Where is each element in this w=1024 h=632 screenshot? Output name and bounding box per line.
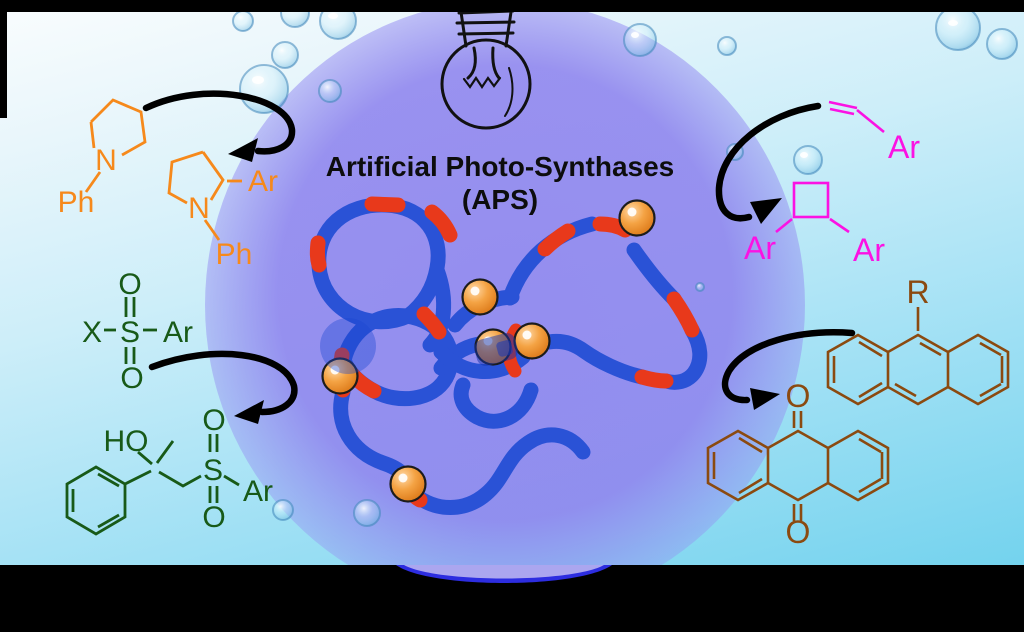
bubble [986,28,1018,60]
label-ph: Ph [216,238,253,271]
bubble [318,79,342,103]
title-line1: Artificial Photo-Synthases [325,151,675,182]
bubble [271,41,299,69]
label-s: S [120,316,140,349]
catalyst-bead [389,465,427,503]
styrene-reactant: Ar [828,100,920,165]
label-ar-left: Ar [744,230,776,266]
cycloaddition-reaction-arrow [715,102,822,222]
pyrrolidine-product: N Ar Ph [167,150,278,271]
anthracene-reactant: R [826,274,1010,406]
label-o-bottom: O [120,362,143,395]
label-ar-right: Ar [853,232,885,268]
label-ar: Ar [243,475,273,508]
label-r: R [906,274,929,310]
label-ar: Ar [248,165,278,198]
label-o-top: O [118,268,141,301]
anthraquinone-product: O O [706,378,890,550]
sulfonyl-reactant: O X S Ar O [82,268,193,395]
cyclobutane-product: Ar Ar [744,181,885,268]
label-ar: Ar [163,316,193,349]
label-ph: Ph [58,186,95,219]
bubble [717,36,737,56]
label-ho: HO [104,425,149,458]
hydroxysulfone-product: HO O S Ar O [65,404,273,536]
oxidation-reaction-arrow [721,329,856,404]
label-o-top: O [786,378,811,414]
sulfonylation-reaction-arrow [148,350,298,416]
label-n: N [95,144,117,177]
bubble [695,282,705,292]
label-ar: Ar [888,129,920,165]
top-frame-bar [0,0,1024,12]
chain-overlap-shadows [320,318,518,374]
label-s: S [203,454,223,487]
pyrrolidine-reactant: N Ph [58,98,147,219]
label-o-bottom: O [202,501,225,534]
bubble [793,145,823,175]
label-o-top: O [202,404,225,437]
label-n: N [188,192,210,225]
bubble [623,23,657,57]
label-o-bottom: O [786,514,811,550]
reaction-arrows [142,90,856,416]
catalyst-bead [618,199,656,237]
bubble [353,499,381,527]
page-title: Artificial Photo-Synthases (APS) [288,150,712,216]
bubble [272,499,294,521]
left-frame-bar [0,0,7,118]
reaction-arrowheads [228,138,782,424]
pyrrolidine-reaction-arrow [142,90,296,155]
catalyst-bead [321,357,359,395]
label-x: X [82,316,102,349]
catalyst-bead [461,278,499,316]
title-line2: (APS) [461,184,539,215]
